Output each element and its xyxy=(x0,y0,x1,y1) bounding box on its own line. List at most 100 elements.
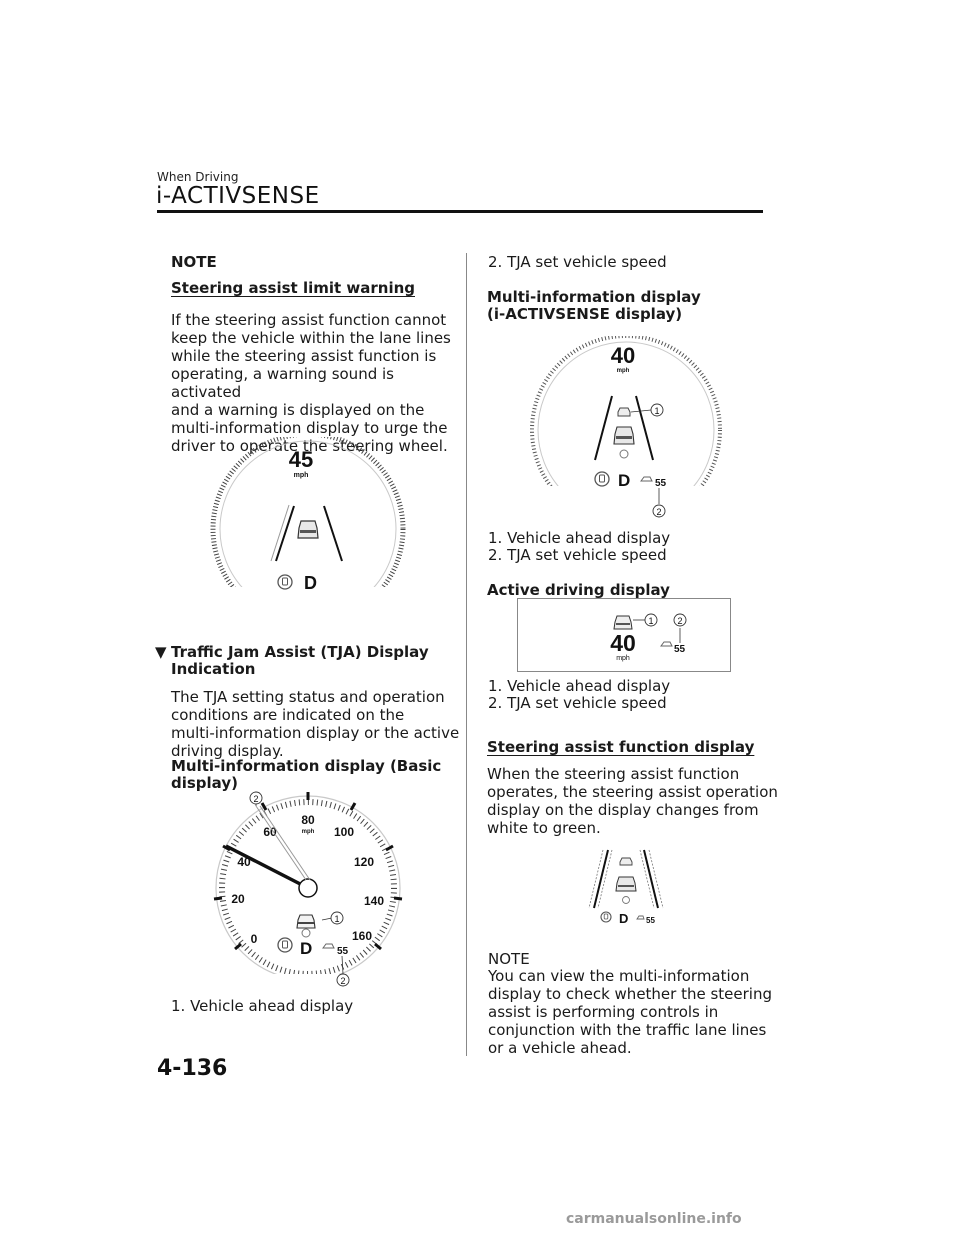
text-line: display on the display changes from xyxy=(487,801,759,819)
tick-labels: 0 20 40 60 80 100 120 140 160 xyxy=(231,813,384,946)
callout-number: 2 xyxy=(340,976,345,986)
tja-set-speed-icon xyxy=(660,641,673,647)
text-line: driver to operate the steering wheel. xyxy=(171,437,448,455)
text-line: multi-information display to urge the xyxy=(171,419,448,437)
lane-line-left xyxy=(594,395,613,461)
figure-caption: 2. TJA set vehicle speed xyxy=(488,253,667,271)
callout-2 xyxy=(249,791,263,805)
tja-marker: ▼ xyxy=(155,643,167,661)
speed-unit: mph xyxy=(302,829,315,835)
tick-label: 100 xyxy=(334,825,354,839)
speed-unit: mph xyxy=(616,655,630,662)
text-line: while the steering assist function is xyxy=(171,347,437,365)
text-line: conjunction with the traffic lane lines xyxy=(488,1021,767,1039)
callout-number: 2 xyxy=(677,616,682,626)
vehicle-ahead-icon xyxy=(613,615,633,630)
tick-label: 80 xyxy=(301,813,315,827)
note-heading: Steering assist limit warning xyxy=(171,279,415,297)
assist-outline-left xyxy=(588,849,604,909)
figure-caption: 1. Vehicle ahead display xyxy=(488,529,671,547)
note-paragraph: If the steering assist function cannot k… xyxy=(171,311,467,455)
callout-1 xyxy=(330,911,344,925)
basic-display-heading-line2: display) xyxy=(171,774,238,792)
dial-tick-ring xyxy=(210,437,406,605)
section-subtitle: When Driving xyxy=(157,170,239,184)
speed-readout: 45 xyxy=(289,447,313,472)
distance-icon xyxy=(301,928,311,938)
set-speed-value: 55 xyxy=(674,644,686,655)
text-line: You can view the multi-information xyxy=(488,967,750,985)
callout-1 xyxy=(650,403,664,417)
tick-label: 120 xyxy=(354,855,374,869)
note-paragraph: You can view the multi-information displ… xyxy=(488,967,784,1057)
text-line: driving display. xyxy=(171,742,284,760)
text-line: operates, the steering assist operation xyxy=(487,783,778,801)
text-line: When the steering assist function xyxy=(487,765,740,783)
vehicle-ahead-icon xyxy=(619,857,633,866)
text-line: conditions are indicated on the xyxy=(171,706,405,724)
tja-heading-line2: Indication xyxy=(171,660,256,678)
page-number: 4-136 xyxy=(157,1056,228,1081)
dial-tick-ring xyxy=(530,336,722,526)
note-label: NOTE xyxy=(488,950,530,968)
own-vehicle-icon xyxy=(615,876,637,892)
steering-assist-icon xyxy=(600,911,612,923)
tick-label: 20 xyxy=(231,892,245,906)
i-activsense-display-figure: 40 mph 1 D 55 2 xyxy=(528,336,726,528)
speed-needle xyxy=(225,844,309,890)
set-speed-value: 55 xyxy=(655,478,667,489)
lane-line-left xyxy=(275,505,295,562)
callout-number: 2 xyxy=(253,794,258,804)
i-activsense-heading-line2: (i-ACTIVSENSE display) xyxy=(487,305,683,323)
vehicle-ahead-icon xyxy=(296,914,316,929)
steering-assist-icon xyxy=(594,471,610,487)
speed-unit: mph xyxy=(294,472,309,479)
text-line: and a warning is displayed on the xyxy=(171,401,425,419)
callout-2 xyxy=(336,973,350,987)
basic-display-figure: 0 20 40 60 80 100 120 140 160 mph D 55 1… xyxy=(213,791,403,996)
needle-hub xyxy=(298,878,318,898)
footer-watermark-link[interactable]: carmanualsonline.info xyxy=(566,1211,742,1227)
basic-display-heading-line1: Multi-information display (Basic xyxy=(171,757,442,775)
section-title: i-ACTIVSENSE xyxy=(156,183,320,209)
steering-assist-display-figure: D 55 xyxy=(588,849,664,926)
speed-unit: mph xyxy=(617,368,630,374)
steering-assist-icon xyxy=(277,574,293,590)
set-speed-value: 55 xyxy=(337,946,349,957)
dial-tick-ring xyxy=(219,799,397,977)
text-line: display to check whether the steering xyxy=(488,985,772,1003)
tick-label: 140 xyxy=(364,894,384,908)
vehicle-ahead-icon xyxy=(617,407,631,417)
figure-caption: 1. Vehicle ahead display xyxy=(171,997,354,1015)
column-divider xyxy=(466,253,467,1056)
tja-set-speed-icon xyxy=(636,915,645,920)
header-rule xyxy=(157,210,763,213)
gear-indicator: D xyxy=(300,939,312,958)
gear-indicator: D xyxy=(618,471,630,490)
text-line: white to green. xyxy=(487,819,601,837)
text-line: operating, a warning sound is activated xyxy=(171,365,394,401)
steering-assist-icon xyxy=(277,937,293,953)
tick-label: 60 xyxy=(263,825,277,839)
tja-paragraph: The TJA setting status and operation con… xyxy=(171,688,467,760)
callout-number: 1 xyxy=(334,914,339,924)
text-line: keep the vehicle within the lane lines xyxy=(171,329,451,347)
figure-caption: 1. Vehicle ahead display xyxy=(488,677,671,695)
set-speed-value: 55 xyxy=(646,916,655,925)
active-driving-display-figure: 1 40 mph 55 2 xyxy=(517,598,731,672)
tick-label: 0 xyxy=(251,932,258,946)
text-line: If the steering assist function cannot xyxy=(171,311,447,329)
figure-caption: 2. TJA set vehicle speed xyxy=(488,546,667,564)
callout-number: 1 xyxy=(648,616,653,626)
vehicle-icon xyxy=(297,520,319,539)
gear-indicator: D xyxy=(619,911,628,926)
steering-assist-paragraph: When the steering assist function operat… xyxy=(487,765,783,837)
text-line: assist is performing controls in xyxy=(488,1003,719,1021)
active-driving-display-heading: Active driving display xyxy=(487,581,670,599)
distance-icon xyxy=(622,896,630,904)
steering-limit-warning-figure: 45 mph D xyxy=(208,437,408,605)
lane-line-right xyxy=(323,505,343,562)
assist-outline-right xyxy=(639,849,655,909)
display-frame xyxy=(517,598,731,672)
gear-indicator: D xyxy=(304,573,317,593)
